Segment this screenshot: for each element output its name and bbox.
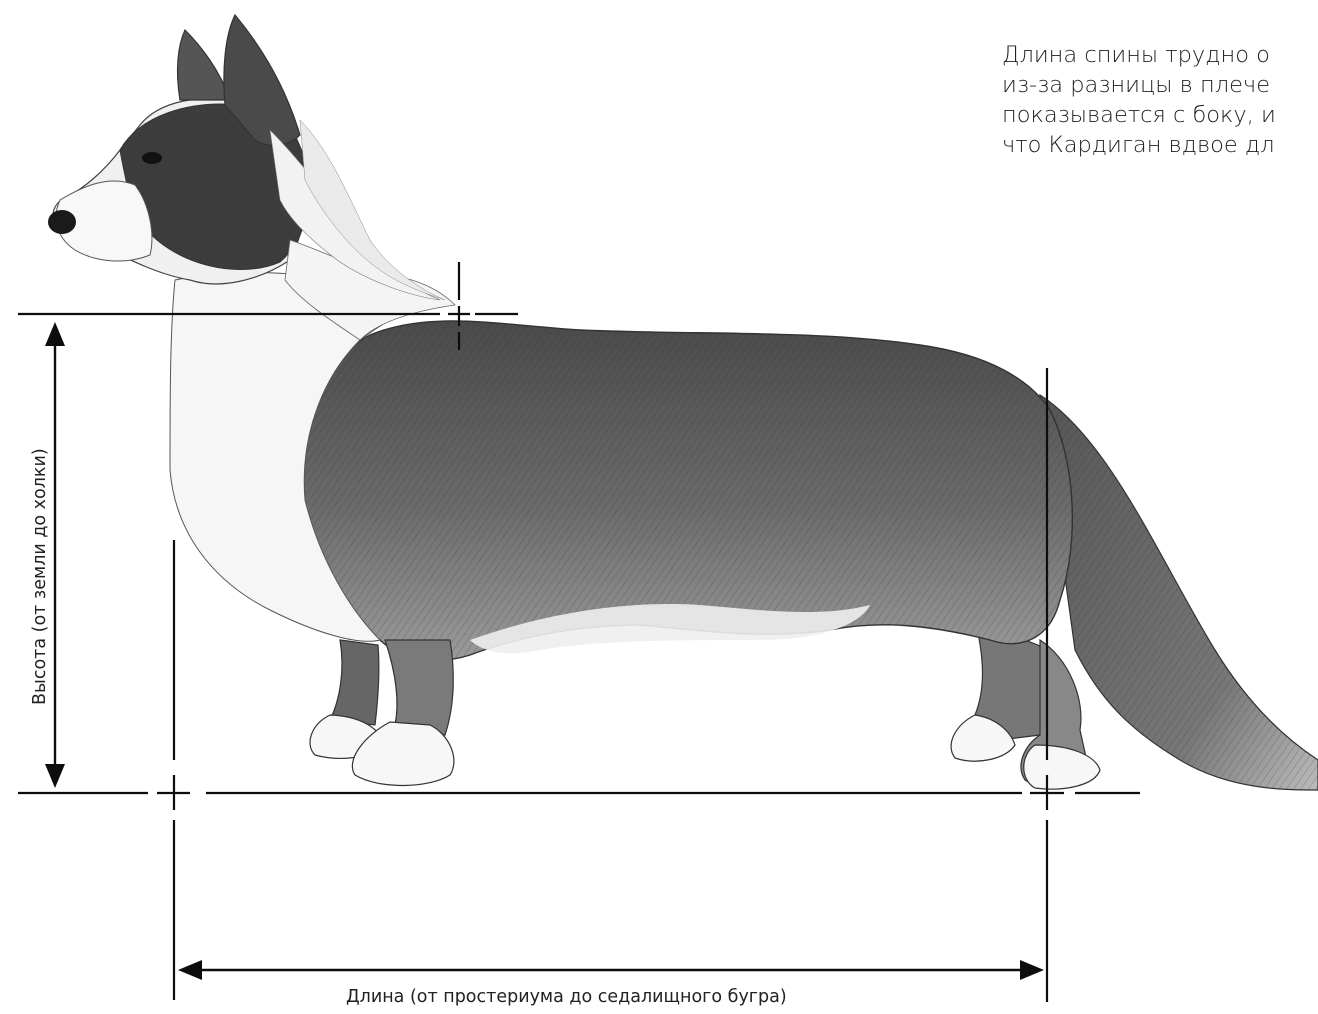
description-line: что Кардиган вдвое дл bbox=[1002, 130, 1318, 160]
dog-front-leg bbox=[330, 640, 379, 725]
height-label: Высота (от земли до холки) bbox=[30, 448, 50, 705]
dog-nose bbox=[48, 210, 76, 234]
length-label: Длина (от простериума до седалищного буг… bbox=[346, 987, 787, 1007]
description-line: показывается с боку, и bbox=[1002, 100, 1318, 130]
dog-eye bbox=[142, 152, 162, 164]
description-line: Длина спины трудно о bbox=[1002, 40, 1318, 70]
description-line: из-за разницы в плече bbox=[1002, 70, 1318, 100]
dog-ear bbox=[178, 30, 230, 100]
description-paragraph: Длина спины трудно о из-за разницы в пле… bbox=[1002, 40, 1318, 160]
